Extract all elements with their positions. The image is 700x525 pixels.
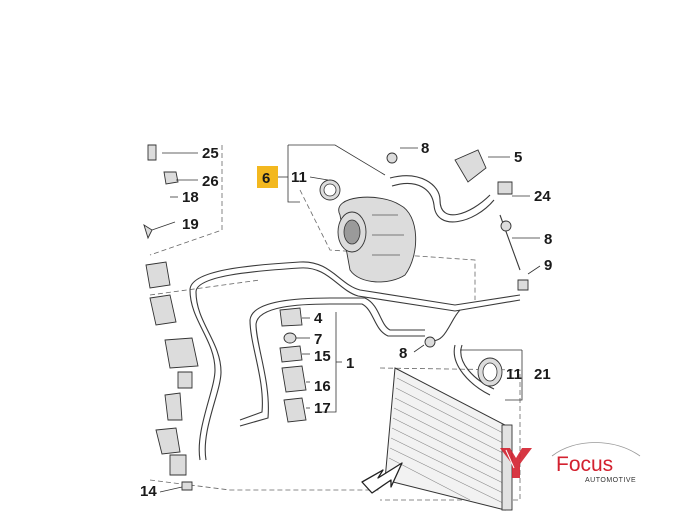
callout-18: 18 — [182, 189, 199, 206]
callout-4: 4 — [314, 310, 323, 327]
callout-8-lower: 8 — [399, 345, 407, 362]
upper-right-parts — [386, 149, 529, 387]
callout-21: 21 — [534, 366, 551, 383]
callout-11-upper: 11 — [291, 169, 307, 186]
callout-1: 1 — [346, 355, 354, 372]
logo-sub: AUTOMOTIVE — [585, 477, 636, 484]
callout-15: 15 — [314, 348, 331, 365]
callout-11-lower: 11 — [506, 366, 522, 383]
focus-automotive-logo: Focus AUTOMOTIVE — [500, 442, 641, 484]
callout-9: 9 — [544, 257, 552, 274]
callout-8-top: 8 — [421, 140, 429, 157]
callout-16: 16 — [314, 378, 331, 395]
callout-24: 24 — [534, 188, 551, 205]
callout-labels: 25 26 18 19 6 11 8 5 24 8 9 4 7 15 1 16 … — [140, 140, 552, 500]
callout-8-right: 8 — [544, 231, 552, 248]
callout-6-highlight — [257, 166, 278, 188]
direction-arrow-icon — [361, 462, 403, 494]
condenser — [384, 367, 513, 511]
callout-19: 19 — [182, 216, 199, 233]
callout-25: 25 — [202, 145, 219, 162]
logo-brand: Focus — [556, 453, 613, 476]
middle-small-parts — [279, 307, 307, 423]
callout-26: 26 — [202, 173, 219, 190]
callout-6: 6 — [262, 170, 270, 187]
left-small-parts — [143, 144, 199, 491]
seal-ring-11 — [319, 179, 341, 201]
callout-7: 7 — [314, 331, 322, 348]
callout-14: 14 — [140, 483, 157, 500]
ac-compressor — [337, 196, 417, 283]
callout-5: 5 — [514, 149, 522, 166]
callout-17: 17 — [314, 400, 331, 417]
leader-lines — [151, 144, 541, 493]
